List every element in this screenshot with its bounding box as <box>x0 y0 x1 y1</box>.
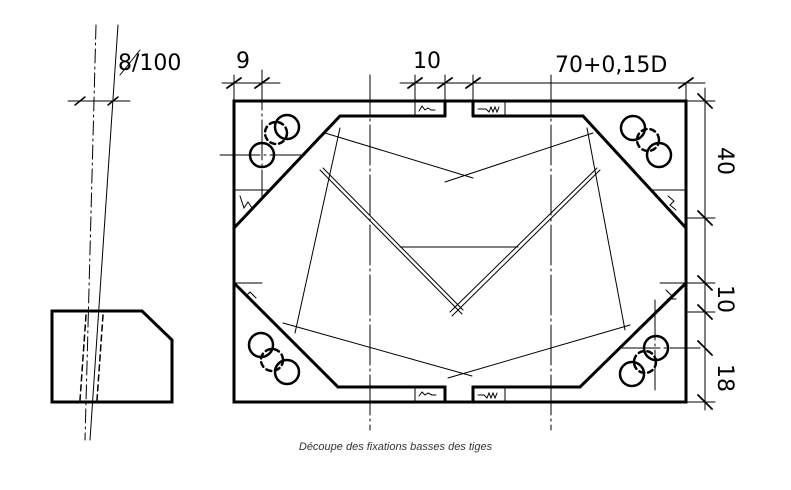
dimension-lines <box>221 74 716 411</box>
plate <box>232 99 688 404</box>
center-lines <box>219 69 701 431</box>
height-bottom-dimension: 18 <box>712 364 737 392</box>
mounting-holes <box>247 113 673 388</box>
rod-lines <box>282 127 631 379</box>
slot-dimension: 10 <box>413 49 441 74</box>
figure-caption: Découpe des fixations basses des tiges <box>298 441 493 453</box>
width-dimension: 70+0,15D <box>555 53 667 78</box>
height-top-dimension: 40 <box>712 147 737 175</box>
margin-dimension: 9 <box>236 49 250 74</box>
height-mid-dimension: 10 <box>712 285 737 313</box>
slope-dimension: 8/100 <box>118 51 181 76</box>
side-view <box>50 24 174 441</box>
